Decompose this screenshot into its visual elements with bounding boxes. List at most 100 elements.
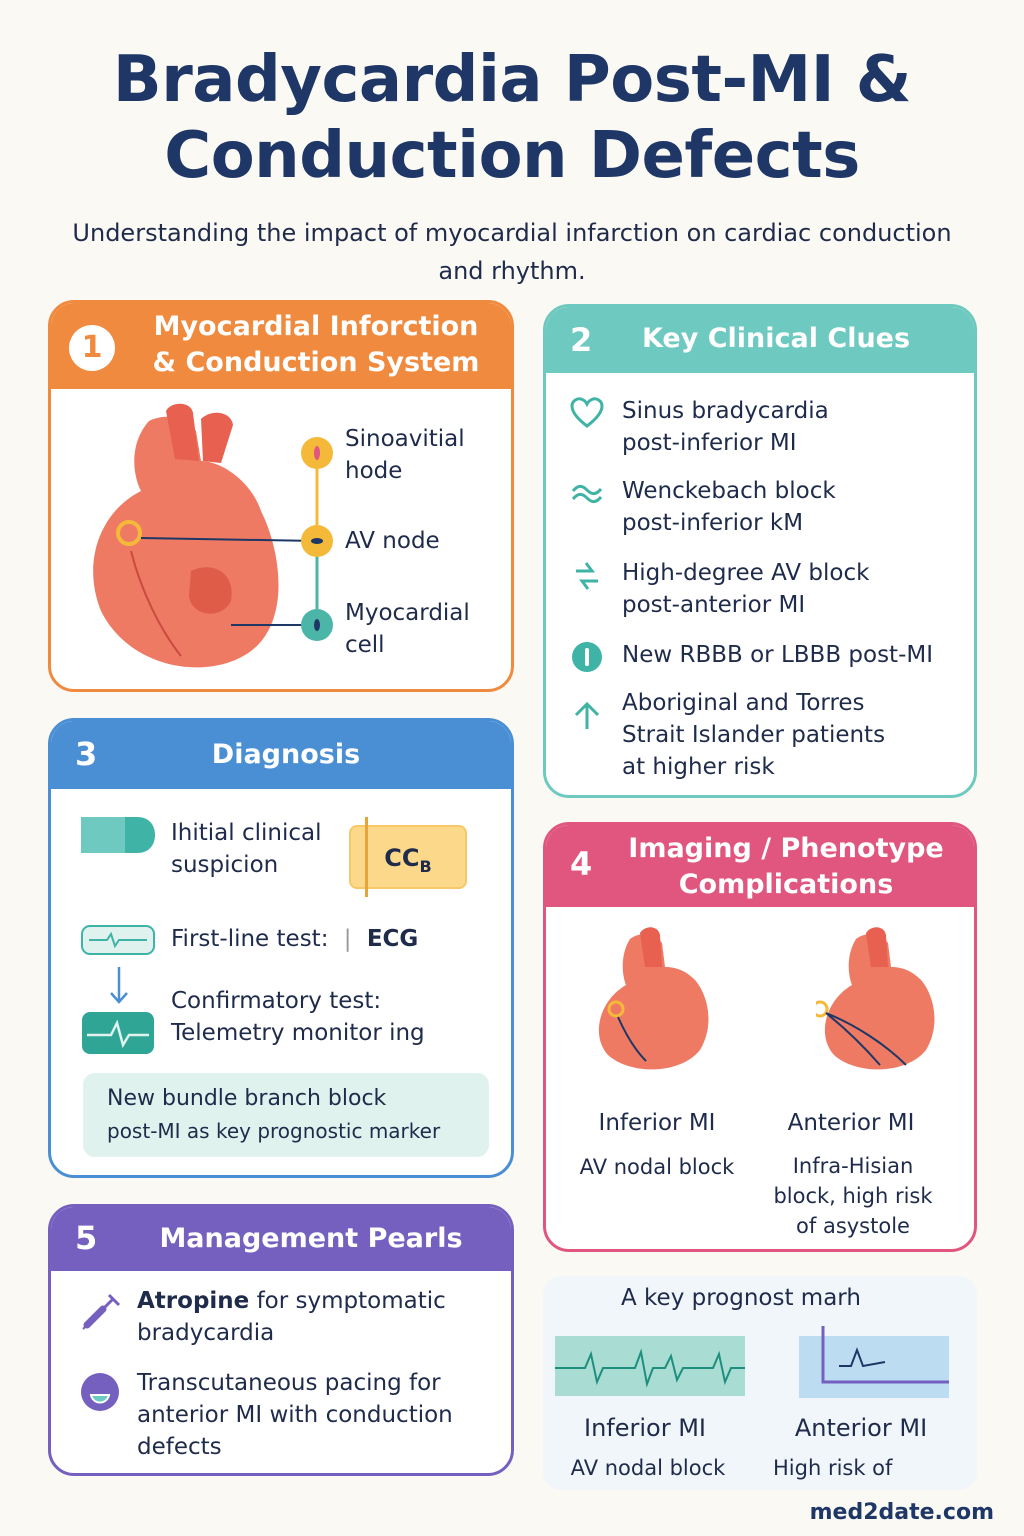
- section-number: 5: [75, 1219, 98, 1257]
- sa-node-marker: [116, 520, 142, 546]
- callout-line: New bundle branch block: [107, 1086, 387, 1111]
- confirmatory-test: Confirmatory test: Telemetry monitor ing: [171, 985, 425, 1049]
- card-title-line-1: Myocardial Inforction: [153, 311, 479, 342]
- clue-item: Wenckebach block post-inferior kM: [622, 475, 836, 539]
- monitor-icon: [82, 1012, 154, 1054]
- infarct-area: [189, 567, 232, 614]
- panel-left-name: Inferior MI: [583, 1414, 706, 1442]
- clue-item: New RBBB or LBBB post-MI: [622, 642, 934, 668]
- label-line: Sinoavitial: [345, 426, 465, 452]
- anterior-mi-desc: Infra-Hisian block, high risk of asystol…: [746, 1151, 960, 1241]
- separator: |: [343, 926, 352, 952]
- clue-item: Sinus bradycardia post-inferior MI: [622, 395, 829, 459]
- arrow-up-icon: [574, 701, 600, 729]
- label-line: Myocardial: [345, 600, 470, 626]
- firstline-value: ECG: [366, 926, 419, 952]
- card-title: Myocardial Inforction & Conduction Syste…: [131, 309, 501, 381]
- panel-left-desc: AV nodal block: [570, 1456, 726, 1480]
- aorta-shape: [166, 403, 199, 461]
- heart-conduction-illustration: [93, 403, 333, 668]
- section-number: 3: [75, 735, 98, 773]
- text-line: suspicion: [171, 852, 279, 878]
- clue-text: post-inferior kM: [622, 510, 804, 536]
- card-title: Diagnosis: [211, 739, 361, 770]
- inferior-mi-desc: AV nodal block: [579, 1155, 735, 1179]
- label-line: cell: [345, 632, 385, 658]
- panel-right-desc: High risk of: [773, 1456, 893, 1480]
- ccb-divider: [365, 817, 368, 897]
- heart-anterior-mi-illustration: [816, 927, 935, 1070]
- ccb-badge: CCB: [349, 825, 467, 889]
- footer-brand: med2date.com: [809, 1500, 994, 1525]
- clue-item: Aboriginal and Torres Strait Islander pa…: [622, 687, 885, 783]
- text-line: Ihitial clinical: [171, 820, 322, 846]
- label-av-node: AV node: [345, 528, 440, 554]
- prognostic-callout: New bundle branch block post-MI as key p…: [83, 1073, 489, 1157]
- wave-icon: [571, 484, 603, 504]
- card-diagnosis: 3 Diagnosis Ihitial clinical suspicion C…: [48, 718, 514, 1178]
- clue-text: High-degree AV block: [622, 560, 870, 586]
- desc-line: block, high risk: [773, 1184, 933, 1208]
- ecg-strip-inferior: [555, 1336, 745, 1396]
- title-line-2: Conduction Defects: [164, 119, 860, 193]
- section-number: 1: [69, 325, 115, 371]
- firstline-label: First-line test:: [171, 926, 329, 952]
- panel-heading: A key prognost marh: [621, 1285, 861, 1311]
- text-line: Telemetry monitor ing: [171, 1020, 425, 1046]
- page-subtitle: Understanding the impact of myocardial i…: [72, 219, 952, 285]
- label-line: hode: [345, 458, 403, 484]
- panel-right-name: Anterior MI: [794, 1414, 928, 1442]
- clue-text: post-inferior MI: [622, 430, 797, 456]
- connector-line: [140, 537, 318, 542]
- pearl-atropine: Atropine for symptomatic bradycardia: [137, 1285, 446, 1349]
- syringe-icon: [82, 1293, 121, 1330]
- ecg-strip-anterior: [799, 1326, 949, 1398]
- pearl-bold: Atropine: [137, 1288, 250, 1314]
- card-header: 5 Management Pearls: [51, 1207, 511, 1271]
- callout-line: post-MI as key prognostic marker: [107, 1119, 441, 1143]
- arrow-down-icon: [110, 967, 128, 1004]
- card-header: 3 Diagnosis: [51, 721, 511, 789]
- desc-line: Infra-Hisian: [792, 1154, 914, 1178]
- card-header: 4 Imaging / Phenotype Complications: [546, 825, 974, 907]
- card-conduction-system: 1 Myocardial Inforction & Conduction Sys…: [48, 300, 514, 692]
- dot-inner: [314, 446, 320, 460]
- vessel-shape: [866, 927, 888, 967]
- card-imaging-phenotype: 4 Imaging / Phenotype Complications Infe…: [543, 822, 977, 1252]
- conduction-path: [617, 1016, 647, 1062]
- clue-item: High-degree AV block post-anterior MI: [622, 557, 869, 621]
- pearl-rest: for symptomatic: [249, 1288, 446, 1314]
- firstline-test: First-line test: | ECG: [171, 923, 418, 955]
- section-number: 4: [570, 845, 593, 883]
- ccb-text: CC: [384, 844, 420, 872]
- heart-outline-icon: [570, 397, 604, 428]
- dot-inner: [314, 619, 320, 631]
- pearl-line: defects: [137, 1434, 222, 1460]
- zigzag-arrows-icon: [576, 562, 598, 590]
- heart-shape: [93, 416, 279, 668]
- clue-text: Strait Islander patients: [622, 722, 886, 748]
- card-title-line-2: & Conduction System: [152, 347, 480, 378]
- clue-text: post-anterior MI: [622, 592, 806, 618]
- clue-text: Aboriginal and Torres: [622, 690, 865, 716]
- text-line: Confirmatory test:: [171, 988, 382, 1014]
- label-sa-node: Sinoavitial hode: [345, 423, 465, 487]
- page-title: Bradycardia Post-MI & Conduction Defects: [0, 42, 1024, 194]
- pearl-line: Transcutaneous pacing for: [137, 1370, 441, 1396]
- card-title-line-2: Complications: [678, 869, 894, 900]
- clue-text: at higher risk: [622, 754, 775, 780]
- prognostic-marker-panel: A key prognost marh Inferior MI AV nodal…: [543, 1276, 977, 1490]
- card-management-pearls: 5 Management Pearls Atropine for symptom…: [48, 1204, 514, 1476]
- pearl-pacing: Transcutaneous pacing for anterior MI wi…: [137, 1367, 453, 1463]
- ccb-subscript: B: [419, 856, 432, 876]
- ecg-icon: [81, 925, 155, 955]
- clue-text: Sinus bradycardia: [622, 398, 829, 424]
- label-myocardial-cell: Myocardial cell: [345, 597, 470, 661]
- pearl-line: anterior MI with conduction: [137, 1402, 453, 1428]
- card-title-line-1: Imaging / Phenotype: [628, 833, 944, 864]
- card-header: 1 Myocardial Inforction & Conduction Sys…: [51, 303, 511, 389]
- desc-line: of asystole: [796, 1214, 910, 1238]
- card-title: Imaging / Phenotype Complications: [616, 831, 956, 903]
- pill-icon: [81, 817, 155, 853]
- alert-circle-icon: [572, 642, 602, 672]
